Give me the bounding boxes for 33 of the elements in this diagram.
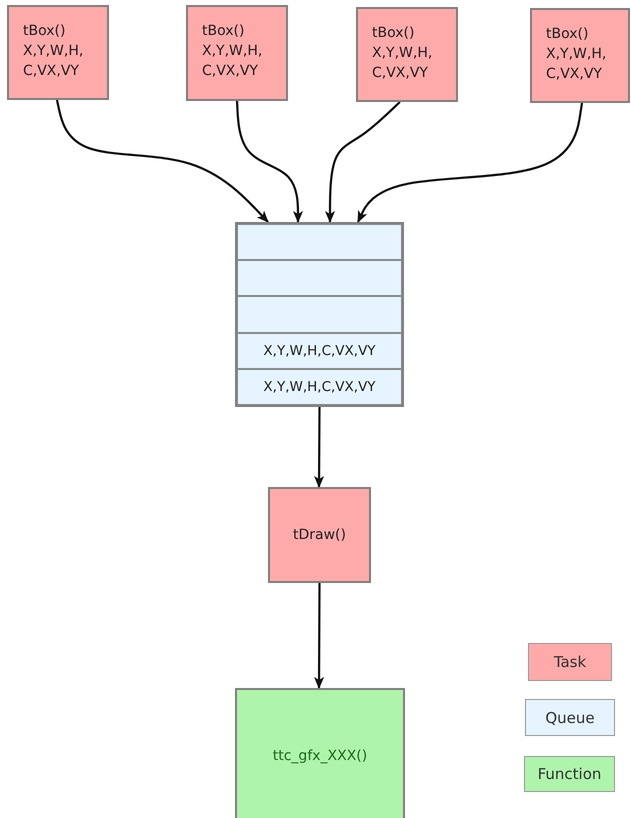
task-parameters: X,Y,W,H, C,VX,VY xyxy=(546,45,608,84)
task-box xyxy=(268,487,371,583)
arrow xyxy=(314,407,324,488)
task-name: tBox() xyxy=(546,25,588,44)
task-name: tBox() xyxy=(372,24,414,43)
queue-entry: X,Y,W,H,C,VX,VY xyxy=(263,342,376,361)
function-box xyxy=(235,688,405,818)
arrow xyxy=(56,100,269,223)
task-parameters: X,Y,W,H, C,VX,VY xyxy=(372,44,434,83)
queue-box xyxy=(235,222,404,407)
arrow xyxy=(357,102,584,223)
function-name: ttc_gfx_XXX() xyxy=(272,747,368,766)
task-box xyxy=(186,5,288,101)
task-name: tBox() xyxy=(23,22,66,41)
legend-swatch: Function xyxy=(524,756,615,792)
queue-slot xyxy=(237,296,402,333)
task-parameters: X,Y,W,H, C,VX,VY xyxy=(23,42,84,81)
legend-swatch: Task xyxy=(528,643,612,681)
queue-slot xyxy=(237,260,402,296)
arrow xyxy=(314,583,324,689)
arrow xyxy=(325,101,401,223)
task-box xyxy=(530,8,630,103)
legend-swatch: Queue xyxy=(525,699,615,736)
queue-slot xyxy=(237,333,402,369)
queue-entry: X,Y,W,H,C,VX,VY xyxy=(263,378,376,397)
task-box xyxy=(356,7,458,102)
arrow xyxy=(236,100,303,223)
function-name: tDraw() xyxy=(293,526,346,545)
task-box xyxy=(7,5,109,100)
task-name: tBox() xyxy=(202,22,244,41)
queue-slot xyxy=(237,224,402,260)
queue-slot xyxy=(237,369,402,405)
task-parameters: X,Y,W,H, C,VX,VY xyxy=(202,42,264,81)
